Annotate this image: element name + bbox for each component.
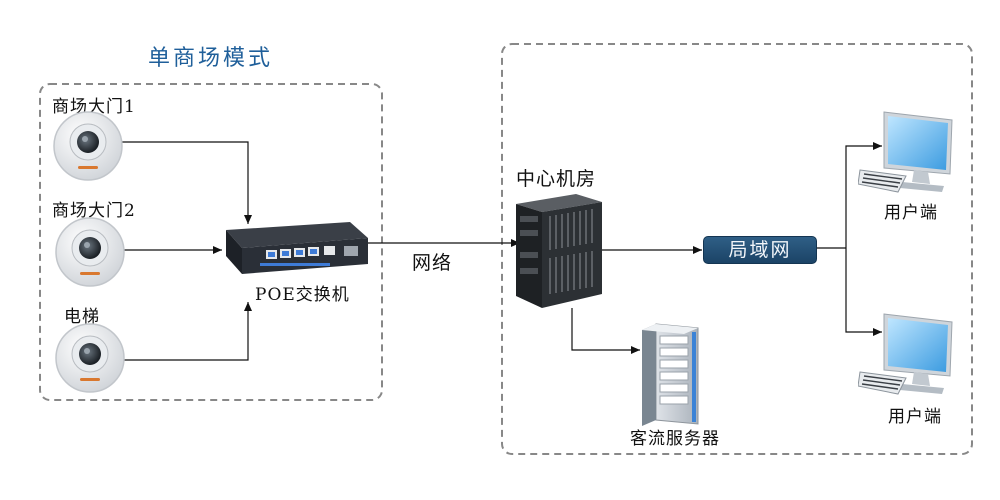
center-label: 中心机房 [516, 168, 597, 190]
camera-2-label: 商场大门2 [52, 201, 136, 221]
tower-server-icon [642, 323, 699, 426]
center-group-box [501, 43, 973, 455]
server-rack-icon [516, 194, 602, 308]
link-lan-client2 [845, 248, 882, 336]
diagram-title: 单商场模式 [148, 46, 274, 71]
dome-camera-icon [55, 323, 125, 393]
dome-camera-icon [53, 111, 123, 181]
dome-camera-icon [55, 217, 125, 287]
client-1-label: 用户端 [884, 203, 938, 223]
camera-3-label: 电梯 [64, 307, 100, 327]
camera-1-label: 商场大门1 [52, 97, 136, 117]
network-link-label: 网络 [412, 252, 453, 274]
link-camera3-switch [124, 302, 252, 361]
desktop-computer-icon [858, 313, 953, 395]
client-2-label: 用户端 [888, 407, 942, 427]
link-center-server [571, 308, 640, 354]
server-label: 客流服务器 [630, 429, 720, 449]
desktop-computer-icon [858, 111, 953, 193]
mall-group-box [39, 83, 383, 401]
link-lan-client1 [845, 142, 882, 248]
poe-switch-icon [226, 222, 368, 274]
lan-box: 局域网 [703, 236, 817, 264]
link-camera1-switch [122, 141, 252, 224]
switch-label: POE交换机 [255, 285, 350, 305]
